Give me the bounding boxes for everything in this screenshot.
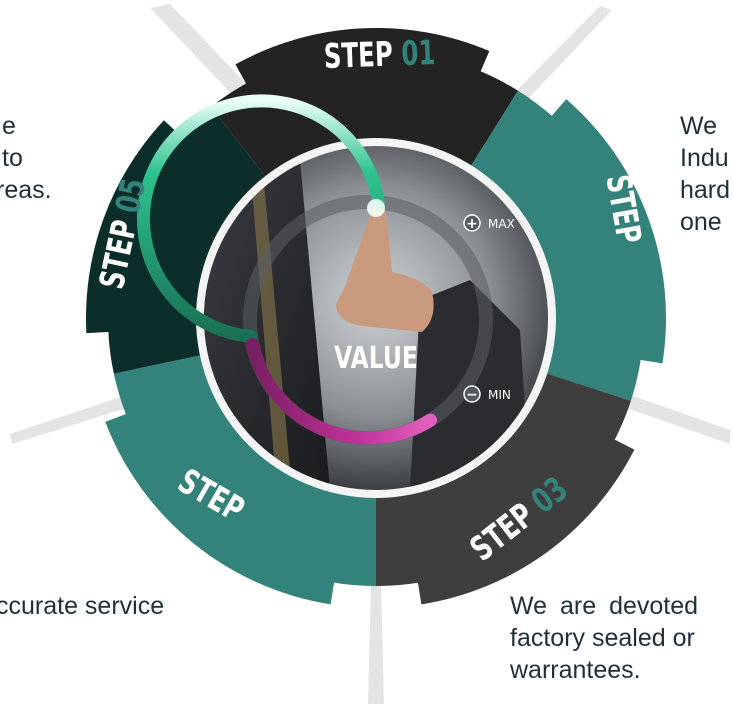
- caption-line: ccurate service: [0, 592, 165, 620]
- step-segment-tab: [550, 99, 666, 364]
- caption-line: warrantees.: [510, 656, 641, 684]
- step-segment-tab: [105, 413, 335, 605]
- step-segment-3: [376, 373, 631, 586]
- step-segment-tab: [235, 27, 490, 86]
- step-segment-5: [108, 106, 267, 374]
- caption-top-right: We Indu hard one: [680, 110, 730, 238]
- step-word: STEP: [323, 34, 402, 76]
- caption-line: reas.: [0, 176, 52, 204]
- plus-icon: [463, 214, 481, 232]
- dial-glow: [367, 199, 385, 217]
- minus-icon: [463, 385, 481, 403]
- caption-line: e: [2, 112, 16, 140]
- pointing-hand: [336, 207, 434, 332]
- plus-glyph: +: [466, 216, 478, 232]
- caption-line: factory sealed or: [510, 624, 695, 652]
- caption-line: one: [680, 208, 722, 236]
- caption-line: We: [680, 112, 718, 140]
- caption-bottom-right: We are devoted factory sealed or warrant…: [510, 590, 698, 686]
- step-segment-1: [211, 49, 519, 178]
- min-label: MIN: [488, 388, 511, 402]
- dial-arc-green: [137, 94, 385, 343]
- caption-bottom-left: ccurate service: [0, 590, 164, 622]
- step-segment-4: [113, 355, 376, 586]
- step-segment-tab: [417, 438, 635, 605]
- caption-line: We are devoted: [510, 592, 699, 620]
- minus-glyph: −: [466, 387, 478, 403]
- step-number: 05: [108, 175, 153, 216]
- step-segment-tab: [86, 120, 182, 334]
- value-label: VALUE: [334, 341, 418, 376]
- caption-line: hard: [680, 176, 731, 204]
- caption-top-left: e to reas.: [0, 110, 52, 206]
- dial-arc-magenta: [246, 338, 438, 445]
- max-label: MAX: [488, 217, 515, 231]
- gauge: VALUE + MAX −MIN: [137, 94, 548, 490]
- step-label-1: STEP 01: [323, 33, 436, 76]
- step-number: 01: [401, 33, 436, 73]
- step-segment-2: [470, 90, 644, 401]
- caption-line: to: [2, 144, 23, 172]
- step-number: 02: [612, 248, 656, 288]
- caption-line: Indu: [680, 144, 729, 172]
